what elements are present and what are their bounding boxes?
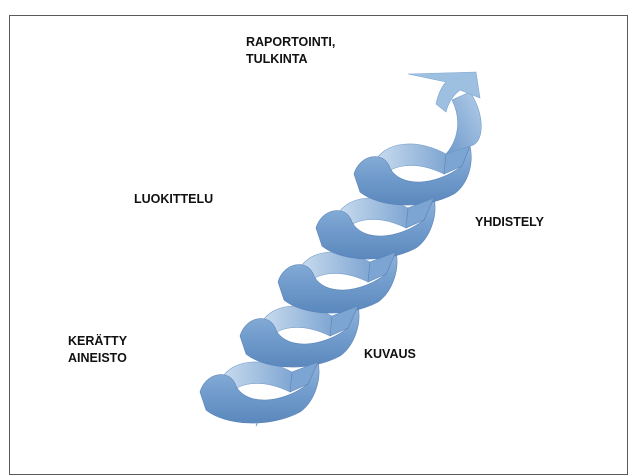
label-luokittelu: LUOKITTELU (134, 191, 213, 208)
label-keratty-aineisto: KERÄTTY AINEISTO (68, 333, 127, 367)
label-raportointi-tulkinta: RAPORTOINTI, TULKINTA (246, 34, 335, 68)
label-yhdistely: YHDISTELY (475, 214, 544, 231)
spiral-arrow-icon (0, 0, 636, 463)
arrow-shaft (446, 92, 481, 154)
label-kuvaus: KUVAUS (364, 346, 416, 363)
